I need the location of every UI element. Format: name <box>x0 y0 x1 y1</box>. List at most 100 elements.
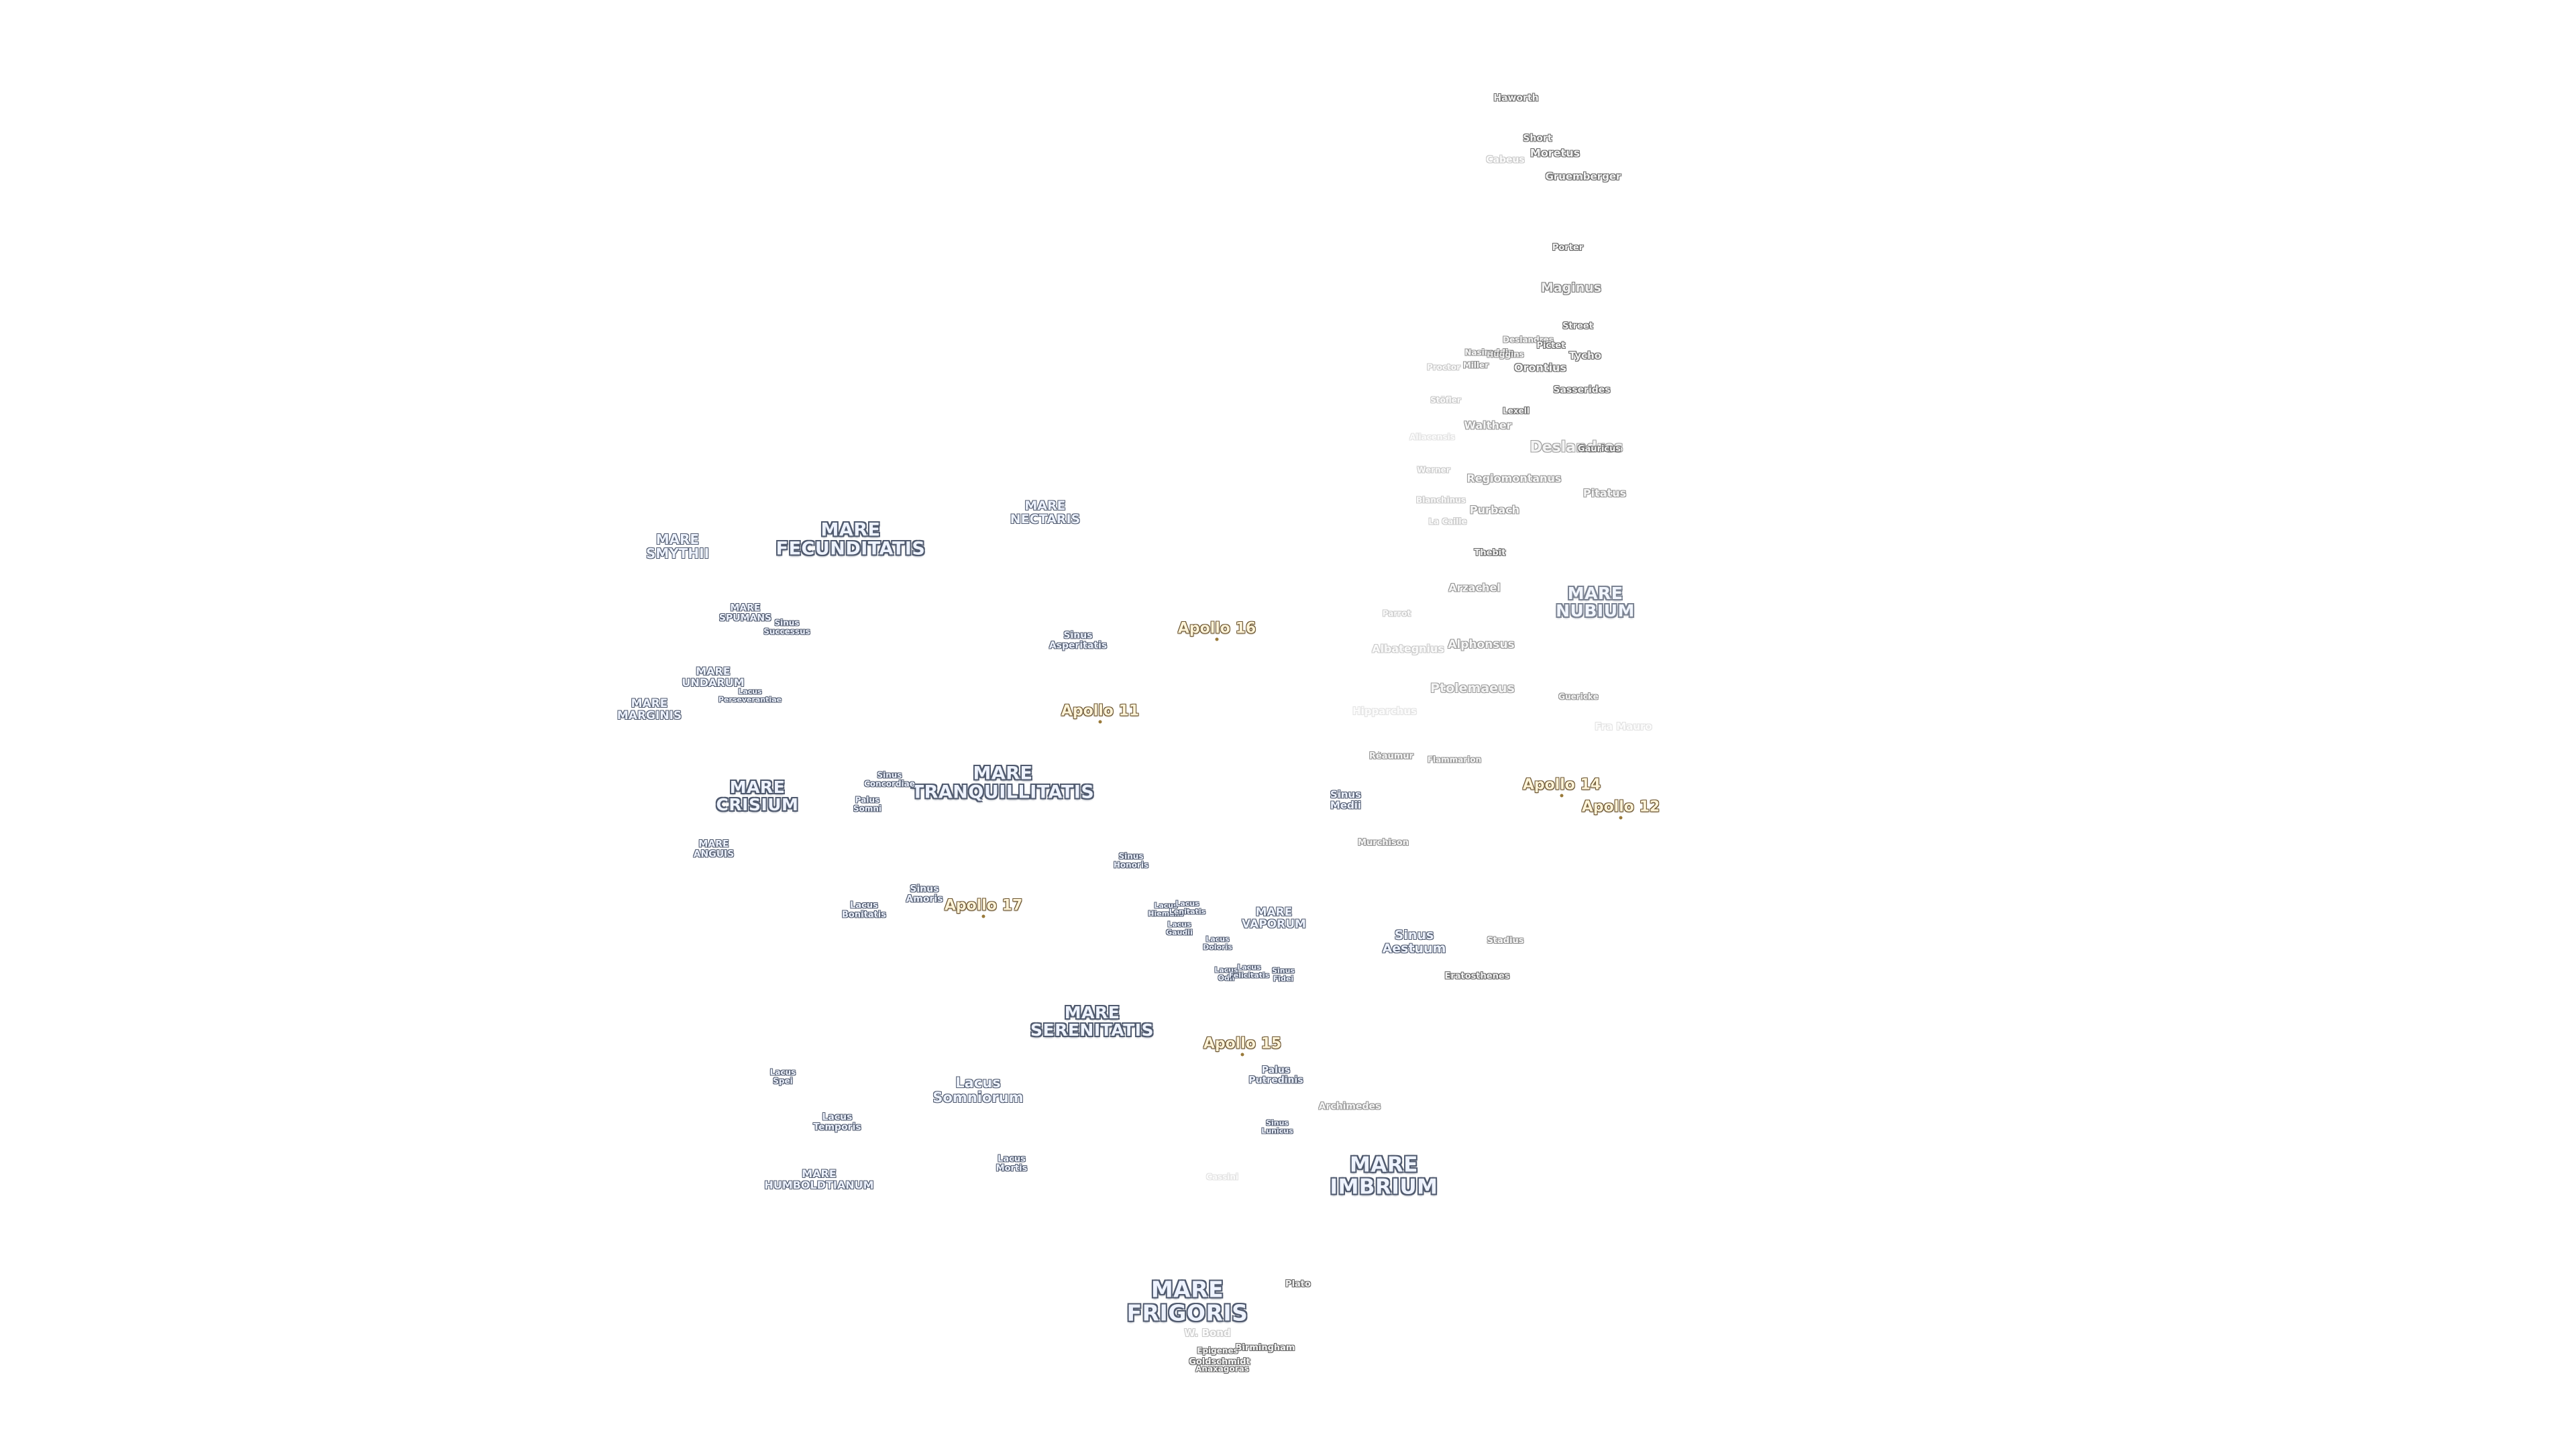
label-line: ANGUIS <box>693 849 735 859</box>
label-line: Lenitatis <box>1169 907 1206 916</box>
crater-eratosthenes-label: Eratosthenes <box>1444 971 1510 982</box>
label-line: Lacus <box>1205 934 1230 944</box>
crater-short-label: Short <box>1523 133 1552 144</box>
label-line: VAPORUM <box>1242 918 1306 931</box>
label-line: Palus <box>1261 1065 1291 1076</box>
crater-ptolemaeus-label: Ptolemaeus <box>1430 681 1515 696</box>
crater-miller-label: Miller <box>1462 360 1489 370</box>
label-line: Hiemalis <box>1148 909 1184 918</box>
label-line: Perseverantiae <box>718 695 782 704</box>
label-line: Temporis <box>813 1122 861 1132</box>
label-line: MARE <box>696 665 731 678</box>
apollo-15-marker[interactable] <box>1240 1053 1244 1057</box>
crater-pitatus-label: Pitatus <box>1582 486 1627 500</box>
label-line: Lacus <box>850 900 878 911</box>
apollo-16-label[interactable]: Apollo 16 <box>1177 620 1256 637</box>
label-line: Aestuum <box>1382 941 1446 956</box>
label-line: MARE <box>1350 1152 1418 1177</box>
crater-deslandres-small-label: Deslandres <box>1503 335 1554 345</box>
apollo-12-label[interactable]: Apollo 12 <box>1581 798 1660 816</box>
crater-murchison-label: Murchison <box>1358 838 1409 849</box>
label-line: FRIGORIS <box>1126 1299 1248 1326</box>
label-line: Lunicus <box>1261 1126 1293 1135</box>
apollo-11-marker[interactable] <box>1098 720 1102 724</box>
crater-orontius-label: Orontius <box>1514 361 1566 374</box>
label-line: Spei <box>773 1076 793 1085</box>
label-line: Felicitatis <box>1228 971 1270 979</box>
crater-maginus-label: Maginus <box>1540 280 1602 296</box>
crater-thebit-label: Thebit <box>1474 548 1506 559</box>
crater-guericke-label: Guericke <box>1558 692 1599 702</box>
label-line: Sinus <box>1330 788 1362 801</box>
label-line: CRISIUM <box>716 795 799 814</box>
label-line: Asperitatis <box>1049 640 1108 651</box>
apollo-14-label[interactable]: Apollo 14 <box>1522 776 1601 794</box>
label-line: Sinus <box>1394 928 1434 943</box>
crater-birmingham-label: Birmingham <box>1235 1343 1295 1354</box>
label-line: Sinus <box>1118 851 1144 861</box>
crater-arzachel-label: Arzachel <box>1448 581 1501 594</box>
label-line: Lacus <box>769 1067 796 1077</box>
apollo-17-label[interactable]: Apollo 17 <box>944 897 1023 914</box>
crater-purbach-label: Purbach <box>1469 503 1520 517</box>
label-line: Gaudii <box>1166 928 1193 936</box>
label-line: SPUMANS <box>718 612 772 623</box>
label-line: SERENITATIS <box>1030 1020 1155 1040</box>
crater-haworth-label: Haworth <box>1493 93 1539 104</box>
label-line: Sinus <box>774 618 800 628</box>
crater-proctor-label: Proctor <box>1427 362 1460 372</box>
crater-albategnius-label: Albategnius <box>1372 642 1444 655</box>
crater-deslandres-label: Deslandres <box>1529 439 1623 456</box>
label-line: Amoris <box>906 894 943 904</box>
crater-tycho-label: Tycho <box>1568 350 1602 362</box>
crater-cassini-label: Cassini <box>1206 1172 1238 1182</box>
label-line: Sinus <box>877 770 902 780</box>
apollo-17-marker[interactable] <box>981 914 985 918</box>
crater-sasserides-label: Sasserides <box>1553 384 1611 396</box>
label-line: MARE <box>1064 1002 1120 1022</box>
apollo-12-marker[interactable] <box>1619 816 1623 820</box>
crater-goldschmidt-label: Goldschmidt <box>1189 1357 1250 1368</box>
label-line: MARE <box>698 839 729 850</box>
label-line: NUBIUM <box>1556 601 1635 621</box>
crater-porter-label: Porter <box>1552 243 1584 254</box>
label-line: Sinus <box>1272 966 1295 975</box>
label-line: Lacus <box>1154 901 1178 910</box>
crater-parrot-label: Parrot <box>1382 608 1411 619</box>
apollo-15-label[interactable]: Apollo 15 <box>1203 1035 1282 1053</box>
crater-regiomontanus-label: Regiomontanus <box>1466 472 1562 485</box>
apollo-16-marker[interactable] <box>1215 637 1219 641</box>
label-line: Lacus <box>955 1074 1001 1091</box>
label-line: MARE <box>631 697 668 711</box>
label-line: Palus <box>855 795 880 805</box>
crater-fra-mauro-label: Fra Mauro <box>1595 720 1652 733</box>
crater-nasireddin-label: Nasireddin <box>1464 347 1514 358</box>
label-line: Mortis <box>996 1163 1028 1173</box>
apollo-14-marker[interactable] <box>1560 794 1564 798</box>
apollo-11-label[interactable]: Apollo 11 <box>1061 702 1140 720</box>
label-line: MARE <box>1567 583 1623 603</box>
